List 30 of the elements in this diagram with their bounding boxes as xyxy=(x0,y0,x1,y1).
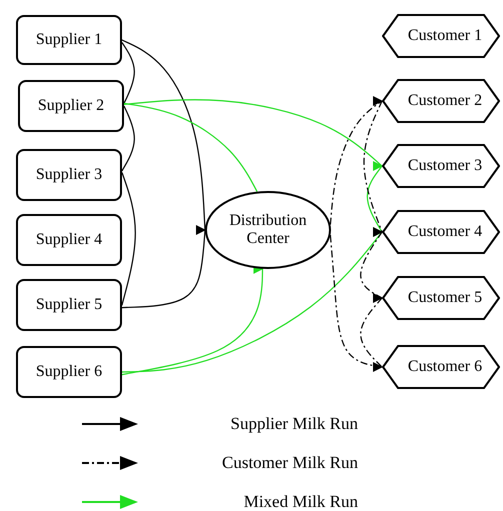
legend-label: Customer Milk Run xyxy=(222,453,358,473)
rounded-box xyxy=(18,80,124,132)
rounded-box xyxy=(16,214,122,266)
node-label: Distribution Center xyxy=(228,212,308,248)
node-label: Customer 2 xyxy=(406,92,482,110)
node-label: Supplier 5 xyxy=(36,296,102,314)
node-label: Customer 3 xyxy=(406,156,482,176)
node-label: Supplier 3 xyxy=(36,166,102,184)
hexagon-node xyxy=(382,144,500,188)
node-label: Supplier 1 xyxy=(36,30,102,50)
node-label: Customer 5 xyxy=(406,288,482,308)
hexagon-node xyxy=(382,345,500,389)
arrow xyxy=(121,42,135,104)
hexagon-node xyxy=(382,79,500,123)
node-label: Customer 6 xyxy=(406,358,482,376)
node-label: Supplier 4 xyxy=(36,230,102,250)
hexagon-node xyxy=(382,14,500,58)
rounded-box xyxy=(16,149,122,201)
rounded-box xyxy=(16,279,122,331)
node-label: Supplier 2 xyxy=(38,96,104,116)
node-label: Customer 1 xyxy=(406,26,482,46)
node-label: Customer 4 xyxy=(406,222,482,242)
node-label: Supplier 6 xyxy=(36,362,102,382)
legend-label: Supplier Milk Run xyxy=(230,414,358,434)
legend-label: Mixed Milk Run xyxy=(244,492,358,511)
rounded-box xyxy=(16,15,122,65)
hexagon-node xyxy=(382,276,500,320)
hexagon-node xyxy=(382,210,500,254)
ellipse-node xyxy=(205,191,331,269)
rounded-box xyxy=(16,346,122,398)
